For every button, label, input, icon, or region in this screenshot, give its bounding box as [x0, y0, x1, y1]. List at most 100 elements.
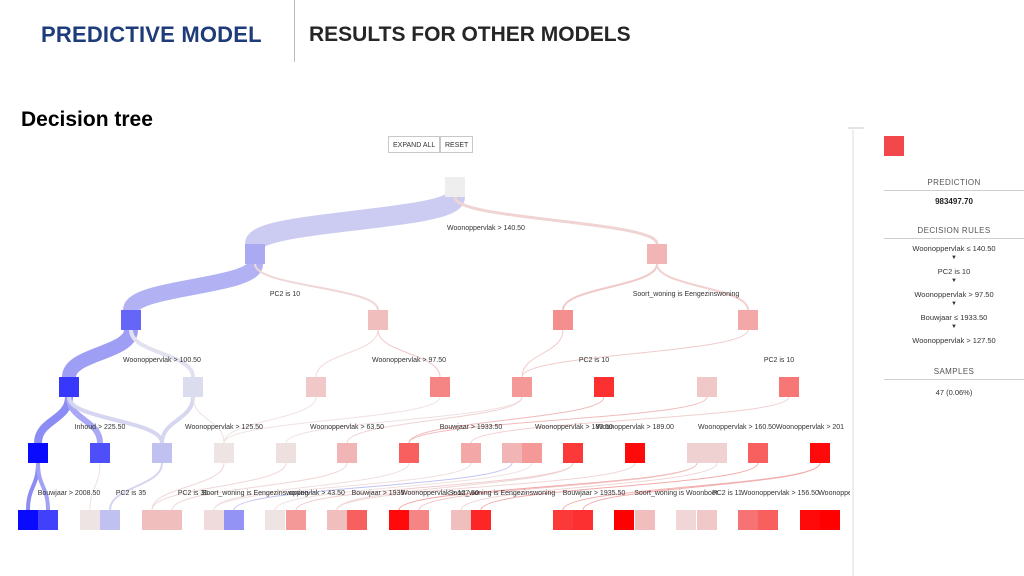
tree-link — [480, 462, 759, 511]
tree-node[interactable] — [80, 510, 100, 530]
tree-node[interactable] — [779, 377, 799, 397]
samples-value: 47 (0.06%) — [935, 388, 973, 397]
tree-node[interactable] — [162, 510, 182, 530]
tree-node[interactable] — [471, 510, 491, 530]
split-label: PC2 is 11 — [712, 490, 742, 497]
tree-link — [192, 396, 225, 444]
tree-node[interactable] — [327, 510, 347, 530]
tree-node[interactable] — [676, 510, 696, 530]
arrow-down-icon: ▼ — [951, 255, 957, 261]
split-label: Woonoppervlak > 127.50 — [401, 490, 479, 497]
reset-button[interactable]: RESET — [440, 136, 474, 153]
tree-link — [123, 261, 263, 313]
tree-node[interactable] — [697, 510, 717, 530]
tree-node[interactable] — [90, 443, 110, 463]
tree-node[interactable] — [59, 377, 79, 397]
tree-node[interactable] — [553, 510, 573, 530]
scrollbar[interactable] — [852, 130, 854, 576]
tree-node[interactable] — [306, 377, 326, 397]
tree-node[interactable] — [820, 510, 840, 530]
tree-node[interactable] — [445, 177, 465, 197]
tree-node[interactable] — [224, 510, 244, 530]
tree-link — [62, 328, 138, 379]
tree-link — [285, 396, 523, 444]
tree-link — [233, 462, 513, 511]
tree-link — [213, 462, 410, 511]
tree-node[interactable] — [625, 443, 645, 463]
split-label: Bouwjaar > 2008.50 — [38, 490, 101, 497]
tree-link — [223, 396, 441, 444]
tree-node[interactable] — [276, 443, 296, 463]
split-label: Soort_woning is Eengezinswoning — [202, 490, 309, 497]
tree-edges — [26, 192, 821, 511]
tree-node[interactable] — [38, 510, 58, 530]
tree-node[interactable] — [647, 244, 667, 264]
tree-link — [470, 396, 790, 444]
tree-node[interactable] — [183, 377, 203, 397]
tree-link — [460, 462, 718, 511]
tree-link — [582, 462, 821, 511]
tree-node[interactable] — [687, 443, 707, 463]
tree-node[interactable] — [758, 510, 778, 530]
tree-link — [254, 263, 379, 311]
tree-node[interactable] — [18, 510, 38, 530]
tree-link — [67, 396, 164, 444]
tree-node[interactable] — [368, 310, 388, 330]
tree-node[interactable] — [553, 310, 573, 330]
split-label: Woonoppervlak > 189.00 — [596, 424, 674, 431]
tree-node[interactable] — [810, 443, 830, 463]
split-label: PC2 is 10 — [579, 357, 609, 364]
tree-node[interactable] — [748, 443, 768, 463]
scrollbar-cap — [848, 127, 864, 129]
tree-node[interactable] — [100, 510, 120, 530]
tree-link — [34, 396, 73, 444]
tree-node[interactable] — [399, 443, 419, 463]
tree-node[interactable] — [522, 443, 542, 463]
tree-node[interactable] — [142, 510, 162, 530]
tree-link — [408, 396, 708, 444]
tree-node[interactable] — [800, 510, 820, 530]
tree-node[interactable] — [451, 510, 471, 530]
tree-node[interactable] — [28, 443, 48, 463]
tree-node[interactable] — [204, 510, 224, 530]
tree-node[interactable] — [614, 510, 634, 530]
tree-node[interactable] — [635, 510, 655, 530]
tree-node[interactable] — [430, 377, 450, 397]
split-label: Woonoppervlak > 63.50 — [310, 424, 384, 431]
tree-node[interactable] — [121, 310, 141, 330]
tree-node[interactable] — [563, 443, 583, 463]
tree-node[interactable] — [389, 510, 409, 530]
tree-node[interactable] — [152, 443, 172, 463]
tree-node[interactable] — [409, 510, 429, 530]
tree-node[interactable] — [286, 510, 306, 530]
tree-node[interactable] — [245, 244, 265, 264]
split-label: oppervlak > 43.50 — [289, 490, 345, 497]
tree-node[interactable] — [265, 510, 285, 530]
tree-node[interactable] — [214, 443, 234, 463]
tree-node[interactable] — [347, 510, 367, 530]
tree-node[interactable] — [707, 443, 727, 463]
tree-node[interactable] — [461, 443, 481, 463]
expand-all-button[interactable]: EXPAND ALL — [388, 136, 441, 153]
tree-link — [398, 462, 698, 511]
tree-node[interactable] — [594, 377, 614, 397]
tree-link — [336, 462, 574, 511]
tree-node[interactable] — [738, 310, 758, 330]
tree-node[interactable] — [337, 443, 357, 463]
tree-link — [129, 329, 195, 378]
split-label: PC2 is 35 — [178, 490, 208, 497]
tree-node[interactable] — [697, 377, 717, 397]
tree-node[interactable] — [502, 443, 522, 463]
split-label: PC2 is 10 — [764, 357, 794, 364]
tree-link — [336, 462, 636, 511]
split-label: Woonoppervlak > 125.50 — [185, 424, 263, 431]
tree-link — [171, 462, 348, 511]
page-title: PREDICTIVE MODEL — [41, 22, 262, 47]
split-label: Soort_woning is Eengezinswoning — [449, 490, 556, 497]
split-label: Woonopperv — [818, 490, 850, 497]
tree-node[interactable] — [512, 377, 532, 397]
tree-node[interactable] — [738, 510, 758, 530]
tree-node[interactable] — [573, 510, 593, 530]
